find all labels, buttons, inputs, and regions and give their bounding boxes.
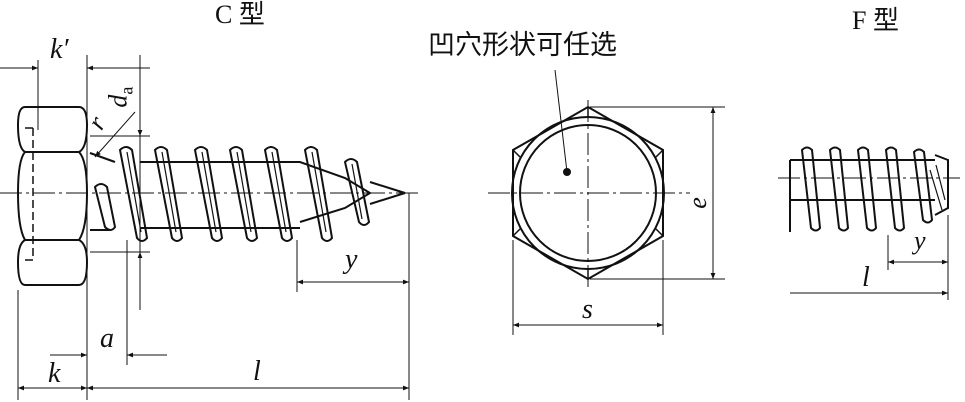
f-type-side-view [789, 146, 949, 232]
dim-k: k [48, 358, 61, 389]
dim-s: s [582, 294, 593, 325]
c-type-dimensions [0, 55, 410, 400]
f-type-title: F 型 [852, 6, 899, 35]
dim-d-a-sub: a [116, 86, 137, 95]
c-type-title: C 型 [215, 0, 265, 29]
dim-y: y [345, 244, 358, 275]
dim-k-prime: k′ [50, 34, 69, 65]
dim-d-a-main: d [103, 94, 133, 108]
dim-l: l [253, 356, 261, 387]
dim-a: a [100, 323, 114, 354]
dim-e: e [682, 197, 712, 209]
f-dim-l: l [862, 262, 870, 293]
recess-note: 凹穴形状可任选 [428, 30, 617, 60]
c-type-side-view [16, 106, 406, 286]
dim-d-a: da [103, 86, 137, 108]
c-type-end-view [511, 105, 665, 281]
end-view-dimensions [512, 69, 725, 335]
f-dim-y: y [914, 226, 926, 255]
f-type-dimensions [790, 215, 949, 300]
